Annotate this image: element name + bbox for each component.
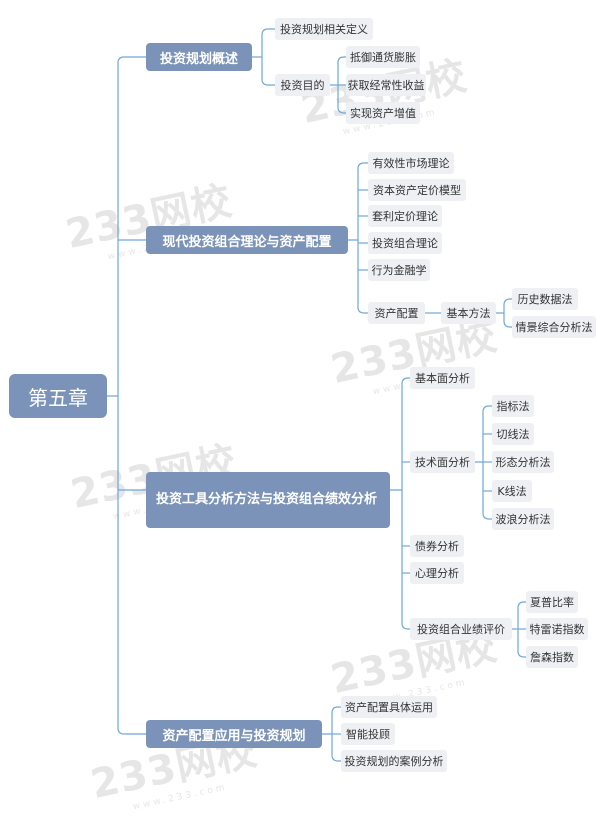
leaf-capm[interactable]: 资本资产定价模型 <box>368 179 466 201</box>
root-node[interactable]: 第五章 <box>9 374 107 418</box>
leaf-robo-advisor[interactable]: 智能投顾 <box>341 723 395 745</box>
section-asset-allocation-application[interactable]: 资产配置应用与投资规划 <box>146 720 322 748</box>
leaf-jensen-index[interactable]: 詹森指数 <box>526 646 578 668</box>
leaf-portfolio-performance[interactable]: 投资组合业绩评价 <box>410 618 512 640</box>
leaf-indicator-method[interactable]: 指标法 <box>492 395 534 417</box>
leaf-tangent-method[interactable]: 切线法 <box>492 423 534 445</box>
leaf-psychological-analysis[interactable]: 心理分析 <box>410 562 464 584</box>
leaf-asset-appreciation[interactable]: 实现资产增值 <box>346 102 420 124</box>
leaf-definitions[interactable]: 投资规划相关定义 <box>275 18 373 40</box>
leaf-portfolio-theory[interactable]: 投资组合理论 <box>368 232 442 254</box>
leaf-historical-data[interactable]: 历史数据法 <box>512 288 578 310</box>
leaf-fundamental-analysis[interactable]: 基本面分析 <box>410 367 475 389</box>
leaf-candlestick-method[interactable]: K线法 <box>492 480 532 502</box>
leaf-case-analysis[interactable]: 投资规划的案例分析 <box>341 750 447 772</box>
leaf-bond-analysis[interactable]: 债券分析 <box>410 535 464 557</box>
leaf-asset-allocation[interactable]: 资产配置 <box>368 302 425 324</box>
leaf-efficient-market[interactable]: 有效性市场理论 <box>368 152 454 174</box>
leaf-arbitrage-pricing[interactable]: 套利定价理论 <box>368 205 442 227</box>
leaf-scenario-analysis[interactable]: 情景综合分析法 <box>512 316 596 338</box>
leaf-investment-purpose[interactable]: 投资目的 <box>275 74 330 96</box>
leaf-behavioral-finance[interactable]: 行为金融学 <box>368 259 430 281</box>
section-modern-portfolio-theory[interactable]: 现代投资组合理论与资产配置 <box>146 226 348 254</box>
leaf-resist-inflation[interactable]: 抵御通货膨胀 <box>346 46 420 68</box>
section-investment-planning-overview[interactable]: 投资规划概述 <box>146 43 252 71</box>
leaf-basic-method[interactable]: 基本方法 <box>441 302 496 324</box>
connector-lines <box>107 28 526 762</box>
leaf-pattern-analysis[interactable]: 形态分析法 <box>492 451 554 473</box>
leaf-technical-analysis[interactable]: 技术面分析 <box>410 451 475 473</box>
section-investment-tools-analysis[interactable]: 投资工具分析方法与投资组合绩效分析 <box>146 472 390 528</box>
leaf-sharpe-ratio[interactable]: 夏普比率 <box>526 591 578 613</box>
leaf-treynor-index[interactable]: 特雷诺指数 <box>526 618 588 640</box>
leaf-allocation-usage[interactable]: 资产配置具体运用 <box>341 696 437 718</box>
leaf-recurring-income[interactable]: 获取经常性收益 <box>346 74 426 96</box>
leaf-wave-analysis[interactable]: 波浪分析法 <box>492 508 554 530</box>
